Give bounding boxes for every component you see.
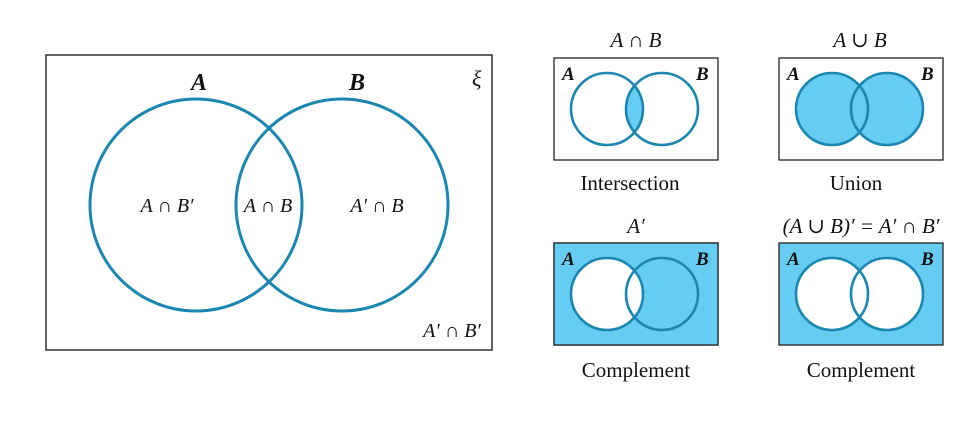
region-b-only-label: A′ ∩ B [348, 195, 403, 217]
panel-intersection-title: A ∩ B [609, 28, 662, 52]
panel-union-shade-b [851, 73, 923, 145]
panel-union-circle-a [794, 71, 870, 147]
panel-complement-union-circle-a [794, 256, 870, 332]
panel-intersection-circle-b [624, 71, 700, 147]
panel-intersection-caption: Intersection [580, 171, 680, 195]
panel-complement-union-circle-b [849, 256, 925, 332]
panel-complement-a-circle-b [624, 256, 700, 332]
panel-union-caption: Union [830, 171, 883, 195]
panel-complement-a-title: A′ [625, 214, 645, 238]
panel-complement-a-shade [554, 243, 718, 345]
set-a-circle [88, 97, 304, 313]
panel-complement-union-set-b: B [920, 249, 934, 270]
panel-union-shade-a [796, 73, 868, 145]
region-a-only-label: A ∩ B′ [139, 195, 195, 217]
set-a-label: A [189, 70, 207, 96]
panel-complement-a: A′ A B Complement [553, 214, 719, 382]
panel-complement-union-caption: Complement [807, 358, 916, 382]
set-b-circle [234, 97, 450, 313]
panel-union-set-a: A [786, 64, 800, 85]
panel-union-set-b: B [920, 64, 934, 85]
panel-intersection-set-a: A [561, 64, 575, 85]
region-both-label: A ∩ B [242, 195, 293, 217]
panel-complement-a-set-b: B [695, 249, 709, 270]
panel-intersection-circle-a [569, 71, 645, 147]
region-neither-label: A′ ∩ B′ [421, 320, 481, 342]
set-b-label: B [348, 70, 365, 96]
panel-complement-union-hole-b [851, 258, 923, 330]
panel-union-title: A ∪ B [831, 28, 887, 52]
panel-union: A ∪ B A B Union [778, 28, 944, 195]
main-venn: ξ A B A ∩ B′ A ∩ B A′ ∩ B A′ ∩ B′ [45, 54, 493, 351]
panel-complement-union-title: (A ∪ B)′ = A′ ∩ B′ [783, 214, 940, 238]
panel-complement-a-circle-a [569, 256, 645, 332]
panel-complement-a-set-a: A [561, 249, 575, 270]
panel-complement-union-hole-a [796, 258, 868, 330]
panel-complement-a-caption: Complement [582, 358, 691, 382]
panel-intersection-set-b: B [695, 64, 709, 85]
panel-complement-union: (A ∪ B)′ = A′ ∩ B′ A B Complement [778, 214, 944, 382]
universal-set-symbol: ξ [472, 66, 482, 91]
panel-complement-union-set-a: A [786, 249, 800, 270]
universal-set-frame [45, 54, 493, 351]
panel-union-circle-b [849, 71, 925, 147]
panel-intersection: A ∩ B A B Intersection [553, 28, 719, 195]
